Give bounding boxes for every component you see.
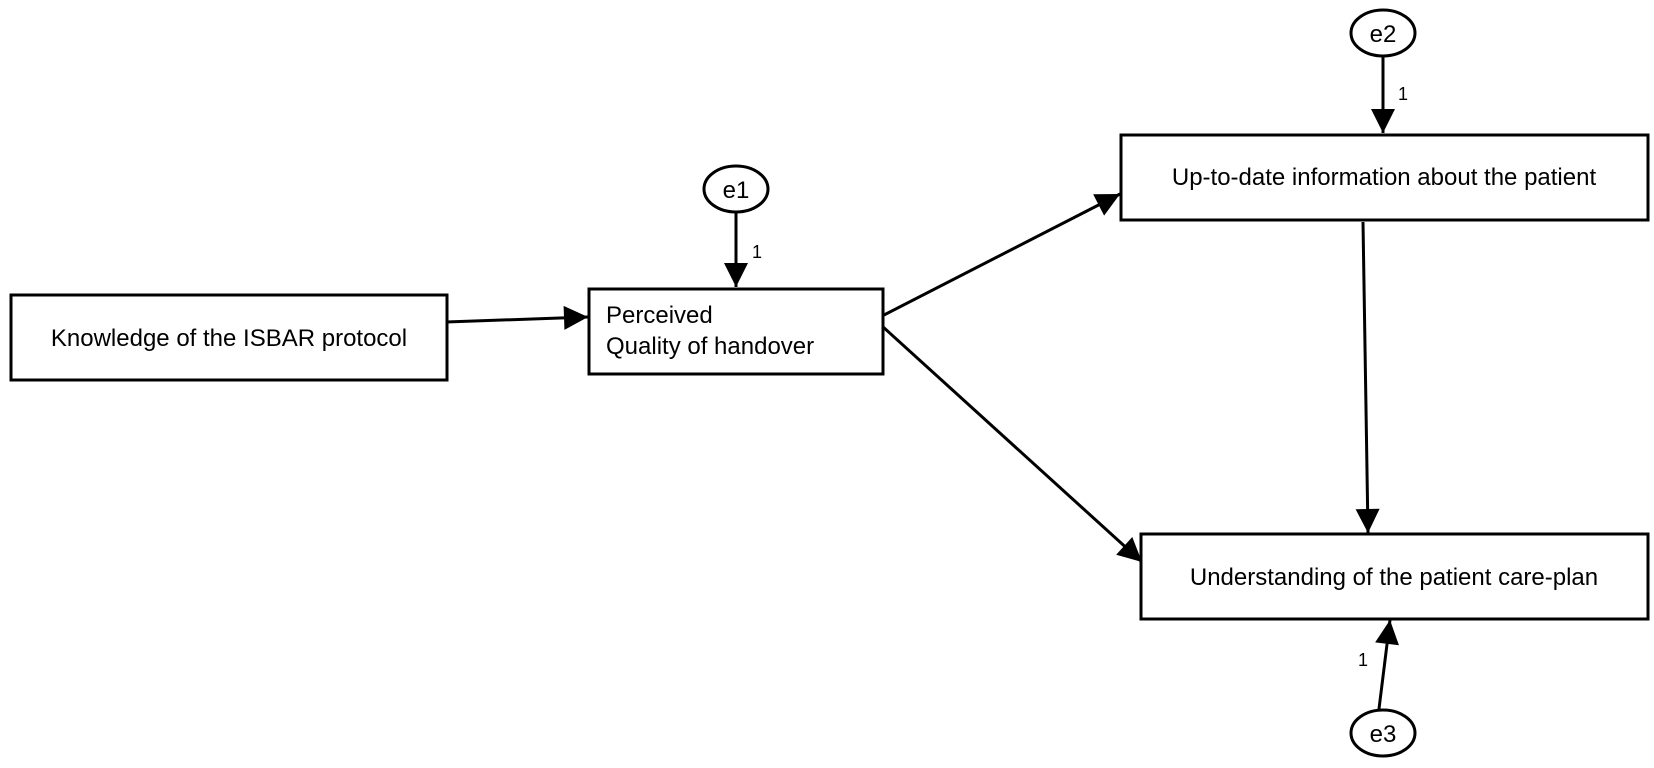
error-term-e2: e2 xyxy=(1349,8,1417,58)
node-isbar-label: Knowledge of the ISBAR protocol xyxy=(51,325,407,352)
node-quality-label-line2: Quality of handover xyxy=(606,333,814,360)
e3-label: e3 xyxy=(1370,721,1397,748)
e1-weight-label: 1 xyxy=(752,242,762,262)
edge-quality-to-uptodate xyxy=(881,192,1121,318)
node-perceived-quality: Perceived Quality of handover xyxy=(587,287,885,376)
e2-weight-label: 1 xyxy=(1398,84,1408,104)
e2-label: e2 xyxy=(1370,21,1397,48)
edge-isbar-to-quality xyxy=(445,305,589,330)
edge-uptodate-to-careplan xyxy=(1355,221,1380,534)
error-term-e1: e1 xyxy=(702,164,770,214)
error-term-e3: e3 xyxy=(1349,708,1417,758)
node-careplan-label: Understanding of the patient care-plan xyxy=(1190,564,1598,591)
e3-weight-label: 1 xyxy=(1358,650,1368,670)
node-quality-label-line1: Perceived xyxy=(606,302,713,329)
e1-label: e1 xyxy=(723,177,750,204)
node-careplan-understanding: Understanding of the patient care-plan xyxy=(1139,532,1650,621)
node-uptodate-label: Up-to-date information about the patient xyxy=(1172,164,1597,191)
edge-quality-to-careplan xyxy=(880,324,1144,564)
edge-e3-to-careplan xyxy=(1375,619,1399,718)
node-isbar-knowledge: Knowledge of the ISBAR protocol xyxy=(9,293,449,382)
node-uptodate-information: Up-to-date information about the patient xyxy=(1119,133,1650,222)
